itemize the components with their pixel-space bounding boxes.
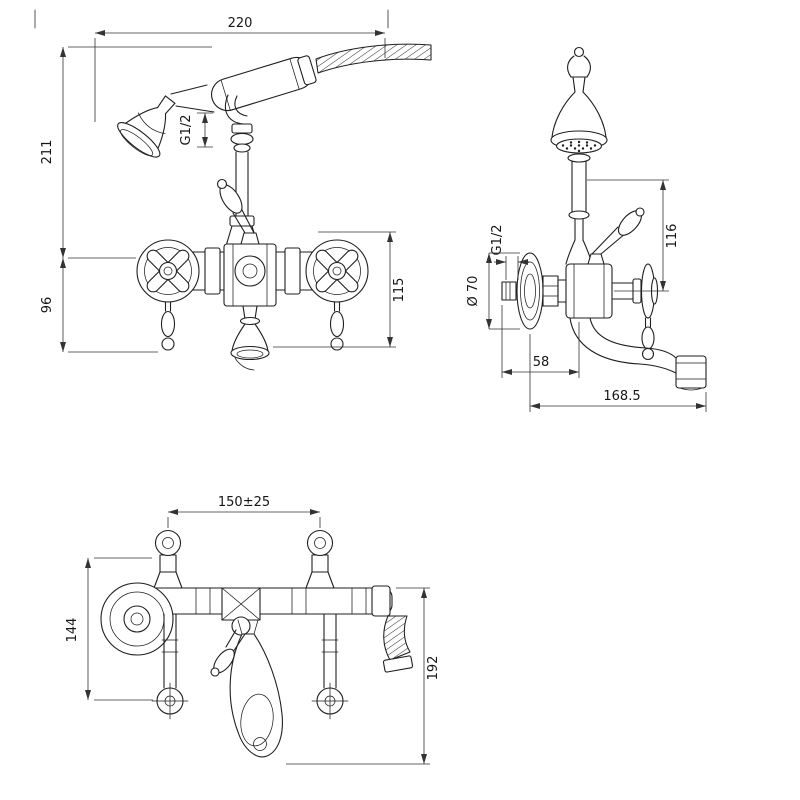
lever-top <box>210 629 246 677</box>
top-view: 150±25 144 192 <box>65 495 441 765</box>
dim-body-depth-label: 144 <box>65 618 80 643</box>
dim-spout-reach-label: 168.5 <box>603 389 640 404</box>
left-valve-top <box>151 613 189 720</box>
hose-top <box>371 585 414 673</box>
spout-top <box>229 619 283 758</box>
handset-grip <box>211 55 317 112</box>
cradle-top <box>100 582 174 656</box>
spout-side <box>569 317 707 391</box>
support-column <box>565 153 593 265</box>
center-housing <box>221 587 261 636</box>
dim-inlet-centres-label: 150±25 <box>218 495 270 510</box>
body-arms <box>177 247 331 295</box>
dim-spout-drop-label: 115 <box>392 278 407 303</box>
handset-head <box>117 95 176 158</box>
dim-upper-height-label: 211 <box>40 140 55 165</box>
right-handle-pendant <box>329 301 345 351</box>
left-inlet <box>153 529 183 589</box>
right-inlet <box>305 529 335 589</box>
dim-riser-height-label: 116 <box>665 224 680 249</box>
left-cross-handle <box>136 239 200 303</box>
wall-connection <box>501 252 568 330</box>
right-valve-top <box>311 613 349 720</box>
mixer-body <box>223 232 277 307</box>
front-view: 220 211 96 G1/2 115 <box>40 16 432 371</box>
dim-flange-diameter-label: Ø 70 <box>466 276 481 307</box>
top-dimensions: 150±25 144 192 <box>65 495 441 765</box>
dim-overall-depth-label: 192 <box>426 656 441 681</box>
registration-marks <box>34 9 389 29</box>
dim-lower-height-label: 96 <box>40 297 55 314</box>
dim-handset-thread-label: G1/2 <box>179 115 194 146</box>
left-handle-pendant <box>160 301 176 351</box>
tub-spout <box>230 305 270 371</box>
valve-body-side <box>565 263 613 319</box>
dim-wall-offset-label: 58 <box>533 355 550 370</box>
right-cross-handle <box>305 239 369 303</box>
side-view: 116 G1/2 Ø 70 58 168.5 <box>466 46 707 412</box>
dim-inlet-thread-label: G1/2 <box>490 225 505 256</box>
handset-neck <box>170 84 215 113</box>
front-dimensions: 220 211 96 G1/2 115 <box>40 16 407 353</box>
lever-side <box>587 207 645 265</box>
shower-hose <box>315 43 432 74</box>
shower-head <box>550 76 608 154</box>
cross-handle-side <box>611 263 659 361</box>
cradle-column <box>224 94 259 247</box>
spray-face-dots <box>561 140 597 153</box>
side-dimensions: 116 G1/2 Ø 70 58 168.5 <box>466 179 707 412</box>
diverter-lever <box>216 178 255 234</box>
hanger-ornament <box>567 46 591 78</box>
dim-overall-width-label: 220 <box>228 16 253 31</box>
